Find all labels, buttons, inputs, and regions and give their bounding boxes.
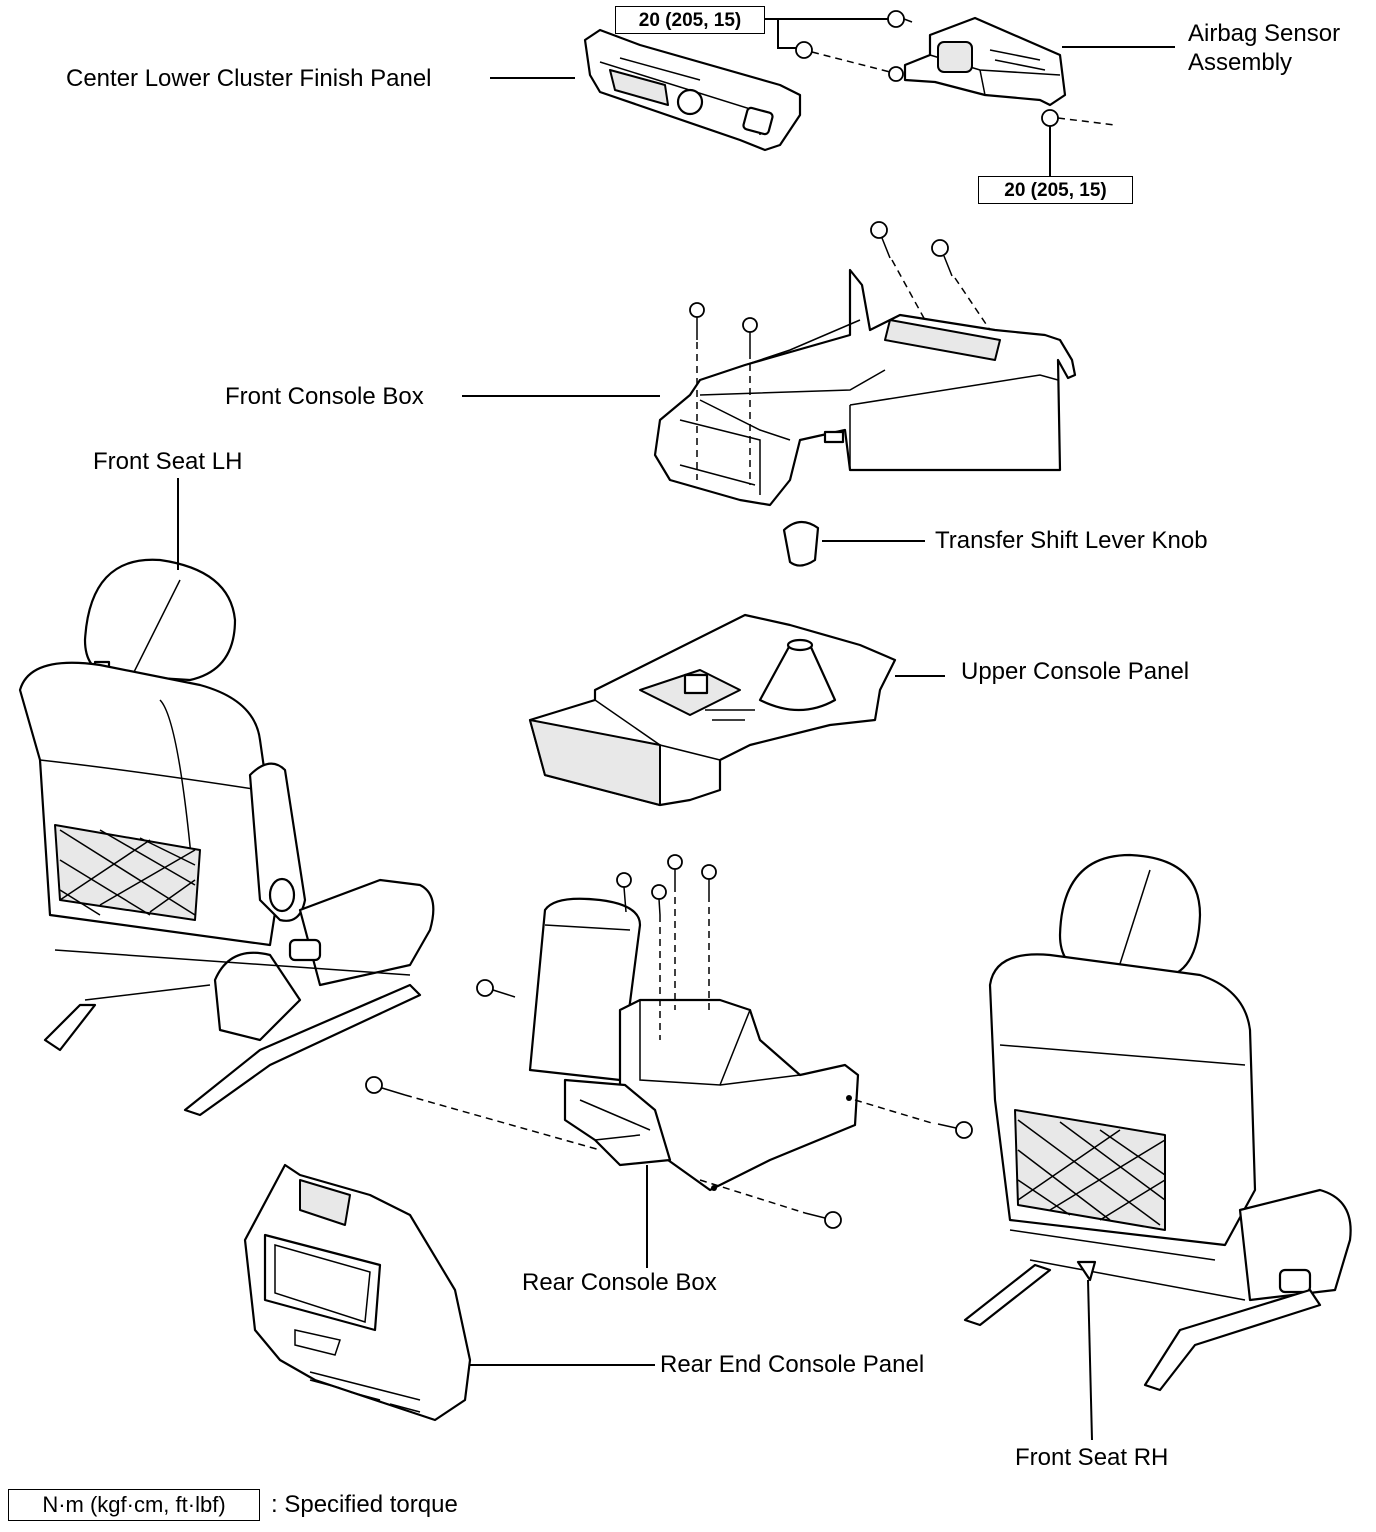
label-front-console-box: Front Console Box (225, 383, 424, 410)
front-console-box (653, 221, 1077, 507)
airbag-sensor-assembly (903, 16, 1067, 107)
legend-torque-units: N·m (kgf·cm, ft·lbf) (8, 1489, 260, 1521)
leader-lines (177, 46, 1175, 570)
center-lower-cluster-finish-panel (583, 28, 802, 152)
top-bolts (765, 10, 1116, 178)
upper-console-panel (528, 613, 945, 807)
front-seat-lh (18, 558, 435, 1117)
torque-spec-top: 20 (205, 15) (615, 6, 765, 34)
label-front-seat-lh: Front Seat LH (93, 448, 243, 475)
label-airbag-sensor-line2: Assembly (1188, 49, 1293, 76)
rear-console-box (365, 854, 973, 1268)
front-seat-rh (963, 853, 1352, 1441)
label-upper-console-panel: Upper Console Panel (961, 658, 1190, 685)
label-airbag-sensor-line1: Airbag Sensor (1188, 20, 1341, 47)
label-front-seat-rh: Front Seat RH (1015, 1444, 1169, 1471)
rear-end-console-panel (243, 1163, 655, 1422)
label-center-lower-cluster: Center Lower Cluster Finish Panel (66, 65, 432, 92)
transfer-shift-lever-knob (782, 520, 925, 567)
torque-spec-bottom: 20 (205, 15) (978, 176, 1133, 204)
label-rear-console-box: Rear Console Box (522, 1269, 717, 1296)
label-transfer-shift-lever-knob: Transfer Shift Lever Knob (935, 527, 1208, 554)
label-rear-end-console-panel: Rear End Console Panel (660, 1351, 925, 1378)
legend-description: : Specified torque (271, 1491, 458, 1518)
